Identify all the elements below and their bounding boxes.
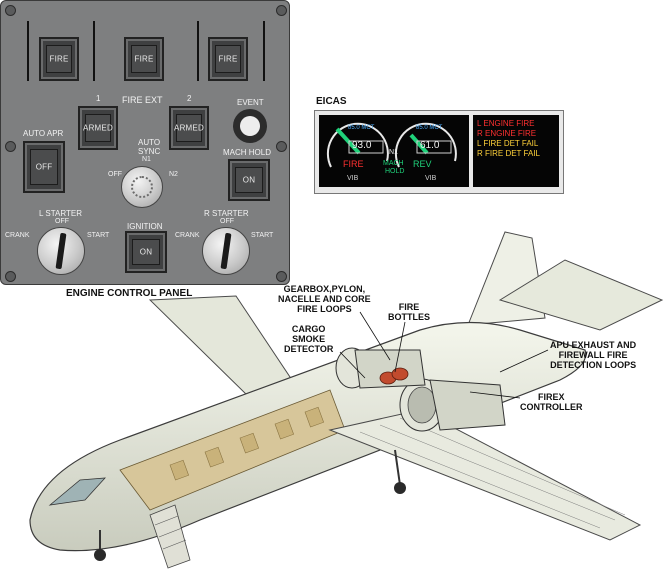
eicas-message: R ENGINE FIRE [477,129,537,138]
auto-sync-n2: N2 [169,171,178,178]
event-button-light [240,116,260,136]
eicas-gauges-svg [326,122,457,168]
l-starter-knob[interactable] [37,227,85,275]
switch-guard-line [263,21,265,81]
bottle-1-number: 1 [96,94,101,103]
event-button[interactable] [233,109,267,143]
apu-fire-button[interactable]: FIRE [124,37,164,81]
left-gauge-fire-status: FIRE [343,159,364,169]
panel-screw [5,5,16,16]
left-engine-nacelle [335,347,426,389]
wing-structure [359,417,626,529]
callout-leaders [339,311,549,399]
panel-screw [276,5,287,16]
l-starter-off: OFF [55,218,69,225]
l-starter-crank: CRANK [5,232,30,239]
airstair [149,504,191,569]
fire-bottles [379,367,409,385]
right-n1-pointer [409,133,429,155]
right-engine-nacelle [399,378,506,432]
r-starter-off: OFF [220,218,234,225]
eicas-title: EICAS [316,96,347,107]
eicas-engine-screen: 85.0 MCT 93.0 FIRE VIB N1 MACH HOLD 85.0… [319,115,469,187]
eicas-message: L FIRE DET FAIL [477,139,539,148]
auto-apr-button[interactable]: OFF [23,141,65,193]
left-gauge-vib: VIB [347,175,359,182]
switch-guard-line [27,21,29,81]
cockpit-windows [48,477,106,506]
eicas-display: 85.0 MCT 93.0 FIRE VIB N1 MACH HOLD 85.0… [314,110,564,194]
right-gauge-vib: VIB [425,175,437,182]
panel-screw [276,141,287,152]
left-gauge-value: 93.0 [352,140,372,151]
right-wing [328,409,642,541]
panel-screw [5,271,16,282]
center-n1-label: N1 [389,149,398,156]
r-starter-knob[interactable] [202,227,250,275]
auto-sync-off: OFF [108,171,122,178]
left-gauge-mct: 85.0 MCT [348,125,375,131]
r-starter-crank: CRANK [175,232,200,239]
engine-control-panel: FIRE FIRE FIRE FIRE EXT 1 2 ARMED ARMED … [0,0,290,285]
right-gauge-rev-status: REV [413,159,432,169]
horizontal-stabilizer [498,259,664,331]
cabin-seats [169,406,325,481]
eicas-message: L ENGINE FIRE [477,119,535,128]
bottle-2-armed-button[interactable]: ARMED [169,106,209,150]
r-starter-start: START [251,232,274,239]
callout-firex-controller: FIREX CONTROLLER [520,392,583,412]
auto-sync-n1: N1 [142,156,151,163]
auto-sync-label-1: AUTO [138,138,161,147]
auto-sync-knob[interactable] [121,166,163,208]
bottle-1-armed-button[interactable]: ARMED [78,106,118,150]
mach-hold-line1: MACH [383,160,404,167]
vertical-stabilizer [467,231,546,326]
nose-gear-wheel [94,549,106,561]
ignition-button[interactable]: ON [125,231,167,273]
main-gear-wheel [394,482,406,494]
l-starter-start: START [87,232,110,239]
eicas-message: R FIRE DET FAIL [477,149,540,158]
callout-gearbox-fire-loops: GEARBOX,PYLON, NACELLE AND CORE FIRE LOO… [278,284,371,314]
mach-hold-button[interactable]: ON [228,159,270,201]
right-gauge-value: 61.0 [420,140,440,151]
r-starter-label: R STARTER [204,209,249,218]
switch-guard-line [93,21,95,81]
panel-screw [276,271,287,282]
callout-fire-bottles: FIRE BOTTLES [388,302,430,322]
fire-ext-label: FIRE EXT [122,95,163,105]
auto-apr-label: AUTO APR [23,129,64,138]
bottle-2-number: 2 [187,94,192,103]
switch-guard-line [197,21,199,81]
left-engine-fire-button[interactable]: FIRE [39,37,79,81]
airstair-steps [154,515,187,550]
event-label: EVENT [237,98,264,107]
l-starter-label: L STARTER [39,209,82,218]
callout-cargo-smoke-detector: CARGO SMOKE DETECTOR [284,324,334,354]
mach-hold-line2: HOLD [385,168,405,175]
mach-hold-label: MACH HOLD [223,148,272,157]
right-engine-fire-button[interactable]: FIRE [208,37,248,81]
left-n1-pointer [335,127,361,155]
panel-screw [5,141,16,152]
engine-control-panel-caption: ENGINE CONTROL PANEL [66,288,193,299]
right-gauge-mct: 85.0 MCT [416,125,443,131]
main-gear-strut [394,449,401,486]
auto-sync-label-2: SYNC [138,147,161,156]
ignition-label: IGNITION [127,222,163,231]
callout-apu-exhaust-fire-loops: APU EXHAUST AND FIREWALL FIRE DETECTION … [550,340,637,370]
